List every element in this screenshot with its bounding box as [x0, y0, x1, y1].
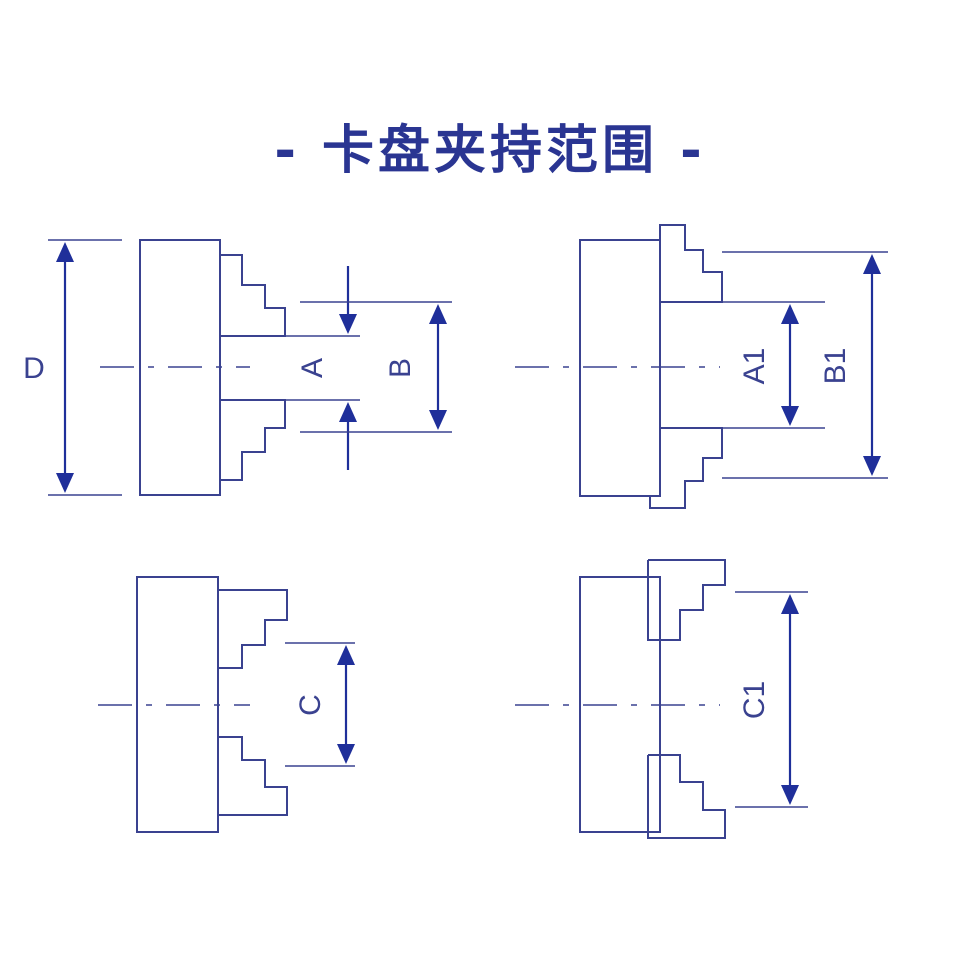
jaw-lower	[649, 427, 723, 509]
arrow-up	[337, 645, 355, 665]
jaw-upper	[220, 254, 286, 337]
chuck-body	[579, 239, 661, 497]
jaw-upper	[218, 589, 288, 669]
label-A: A	[296, 358, 329, 378]
label-D: D	[23, 352, 45, 385]
arrow-up	[863, 254, 881, 274]
arrow-up	[56, 242, 74, 262]
arrow-down	[781, 406, 799, 426]
arrow-down	[339, 314, 357, 334]
arrow-up	[429, 304, 447, 324]
page-title: - 卡盘夹持范围 -	[274, 121, 706, 181]
label-C1: C1	[738, 681, 771, 719]
jaw-lower	[220, 399, 286, 481]
arrow-up	[781, 304, 799, 324]
arrow-down	[429, 410, 447, 430]
label-B1: B1	[819, 348, 852, 385]
panel-reversed-jaw-clamping: A1 B1	[515, 224, 888, 509]
label-C: C	[294, 694, 327, 716]
arrow-up	[781, 594, 799, 614]
arrow-down	[863, 456, 881, 476]
jaw-lower	[218, 736, 288, 816]
jaw-lower	[647, 754, 726, 839]
label-B: B	[384, 358, 417, 378]
arrow-up	[339, 402, 357, 422]
panel-external-clamping: D A B	[23, 239, 452, 496]
panel-reversed-internal-clamping: C1	[515, 559, 808, 839]
jaw-upper	[647, 559, 726, 641]
arrow-down	[56, 473, 74, 493]
jaw-upper	[659, 224, 723, 303]
panel-internal-clamping: C	[98, 576, 355, 833]
arrow-down	[337, 744, 355, 764]
label-A1: A1	[738, 348, 771, 385]
arrow-down	[781, 785, 799, 805]
